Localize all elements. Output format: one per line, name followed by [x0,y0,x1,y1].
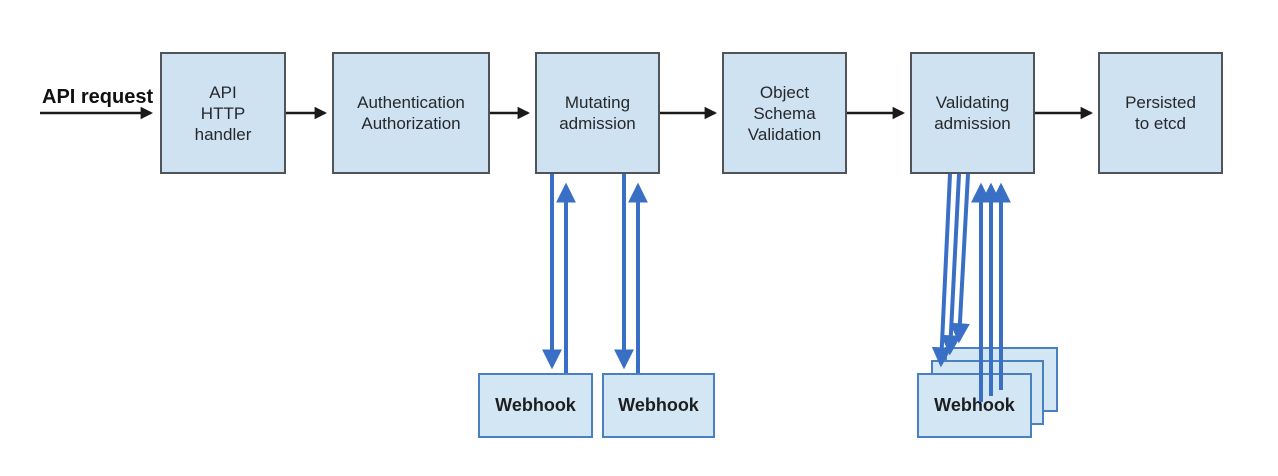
box-validating-admission: Validating admission [910,52,1035,174]
box-api-http-handler: API HTTP handler [160,52,286,174]
box-webhook-validating: Webhook [917,373,1032,438]
webhook-arrow-down-validating-1 [931,173,952,368]
api-request-label: API request [42,86,154,108]
box-authn-authz: Authentication Authorization [332,52,490,174]
box-authn-authz-label: Authentication Authorization [357,93,465,133]
webhook-label: Webhook [495,395,576,415]
box-object-schema-validation: Object Schema Validation [722,52,847,174]
webhook-arrow-down-validating-2 [940,173,961,356]
webhook-label: Webhook [934,395,1015,415]
box-object-schema-validation-label: Object Schema Validation [747,82,822,144]
webhook-arrow-down-validating-3 [949,173,970,344]
webhook-label: Webhook [618,395,699,415]
box-validating-admission-label: Validating admission [934,93,1011,133]
box-webhook-mutating-2: Webhook [602,373,715,438]
box-mutating-admission: Mutating admission [535,52,660,174]
box-api-http-handler-label: API HTTP handler [194,82,252,144]
box-persisted-to-etcd-label: Persisted to etcd [1125,93,1196,133]
box-webhook-mutating-1: Webhook [478,373,593,438]
box-mutating-admission-label: Mutating admission [559,93,636,133]
box-persisted-to-etcd: Persisted to etcd [1098,52,1223,174]
